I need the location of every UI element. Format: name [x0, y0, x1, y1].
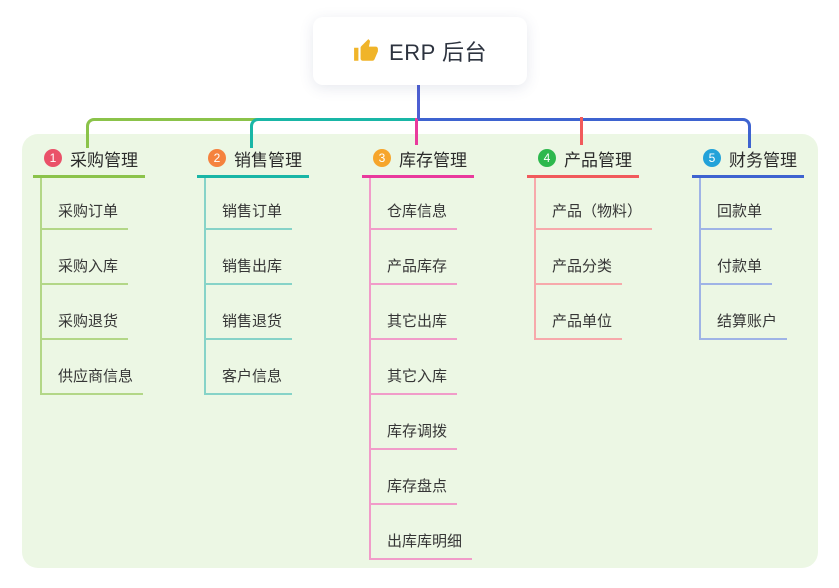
child-node[interactable]: 出库库明细	[369, 532, 473, 560]
branch-title: 财务管理	[729, 150, 797, 170]
branch-header-1[interactable]: 1 采购管理	[33, 143, 145, 178]
branch-title: 采购管理	[70, 150, 138, 170]
child-node[interactable]: 供应商信息	[40, 367, 144, 395]
branch-3: 3 库存管理仓库信息产品库存其它出库其它入库库存调拨库存盘点出库库明细	[362, 143, 474, 560]
connector-branch-3	[415, 118, 418, 145]
child-node[interactable]: 采购退货	[40, 312, 129, 340]
branch-child-spine	[204, 178, 206, 395]
branch-1: 1 采购管理采购订单采购入库采购退货供应商信息	[33, 143, 145, 395]
branch-number-badge: 1	[44, 149, 62, 167]
branch-child-spine	[534, 178, 536, 340]
connector-root	[417, 85, 420, 119]
child-node[interactable]: 仓库信息	[369, 202, 458, 230]
thumbs-up-icon	[354, 39, 378, 61]
child-node[interactable]: 产品单位	[534, 312, 623, 340]
branch-5: 5 财务管理回款单付款单结算账户	[692, 143, 804, 340]
child-node[interactable]: 客户信息	[204, 367, 293, 395]
branch-2: 2 销售管理销售订单销售出库销售退货客户信息	[197, 143, 309, 395]
child-node[interactable]: 销售出库	[204, 257, 293, 285]
branch-child-spine	[369, 178, 371, 560]
child-node[interactable]: 库存盘点	[369, 477, 458, 505]
child-node[interactable]: 销售订单	[204, 202, 293, 230]
branch-title: 销售管理	[234, 150, 302, 170]
branch-header-3[interactable]: 3 库存管理	[362, 143, 474, 178]
connector-branch-5	[418, 118, 751, 148]
child-node[interactable]: 采购订单	[40, 202, 129, 230]
child-node[interactable]: 回款单	[699, 202, 773, 230]
branch-child-spine	[699, 178, 701, 340]
branch-number-badge: 4	[538, 149, 556, 167]
branch-4: 4 产品管理产品（物料） 产品分类产品单位	[527, 143, 653, 340]
branch-number-badge: 3	[373, 149, 391, 167]
branch-title: 库存管理	[399, 150, 467, 170]
child-node[interactable]: 产品库存	[369, 257, 458, 285]
branch-number-badge: 2	[208, 149, 226, 167]
root-node-erp[interactable]: ERP 后台	[313, 17, 527, 85]
branch-child-spine	[40, 178, 42, 395]
connector-branch-2	[250, 118, 421, 148]
child-node[interactable]: 产品（物料）	[534, 202, 653, 230]
child-node[interactable]: 库存调拨	[369, 422, 458, 450]
root-node-label: ERP 后台	[389, 40, 487, 65]
mindmap-panel	[22, 134, 818, 568]
child-node[interactable]: 其它出库	[369, 312, 458, 340]
child-node[interactable]: 产品分类	[534, 257, 623, 285]
child-node[interactable]: 采购入库	[40, 257, 129, 285]
branch-title: 产品管理	[564, 150, 632, 170]
branch-header-4[interactable]: 4 产品管理	[527, 143, 639, 178]
branch-number-badge: 5	[703, 149, 721, 167]
branch-header-5[interactable]: 5 财务管理	[692, 143, 804, 178]
connector-branch-4	[580, 117, 583, 145]
child-node[interactable]: 销售退货	[204, 312, 293, 340]
child-node[interactable]: 结算账户	[699, 312, 788, 340]
child-node[interactable]: 付款单	[699, 257, 773, 285]
branch-header-2[interactable]: 2 销售管理	[197, 143, 309, 178]
child-node[interactable]: 其它入库	[369, 367, 458, 395]
